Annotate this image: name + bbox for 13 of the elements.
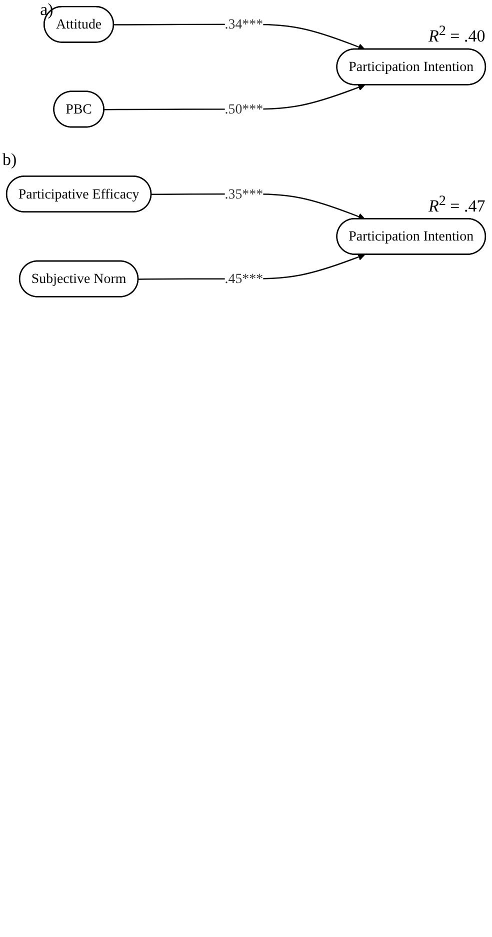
node-label: Participative Efficacy xyxy=(18,186,140,202)
node-label: Participation Intention xyxy=(348,228,474,244)
edge-label: .45*** xyxy=(224,270,264,286)
edge-label: .35*** xyxy=(224,186,264,202)
panel-label: b) xyxy=(2,150,17,170)
node-label: PBC xyxy=(66,101,92,117)
r-squared-label: R$^{2}$ = .40 xyxy=(428,22,486,47)
edge-label: .50*** xyxy=(224,101,264,117)
node-label: Attitude xyxy=(56,16,102,32)
edge-label: .34*** xyxy=(224,16,264,32)
node-label: Subjective Norm xyxy=(31,270,126,286)
node-label: Participation Intention xyxy=(348,58,474,74)
r-squared-label: R$^{2}$ = .47 xyxy=(428,192,486,216)
